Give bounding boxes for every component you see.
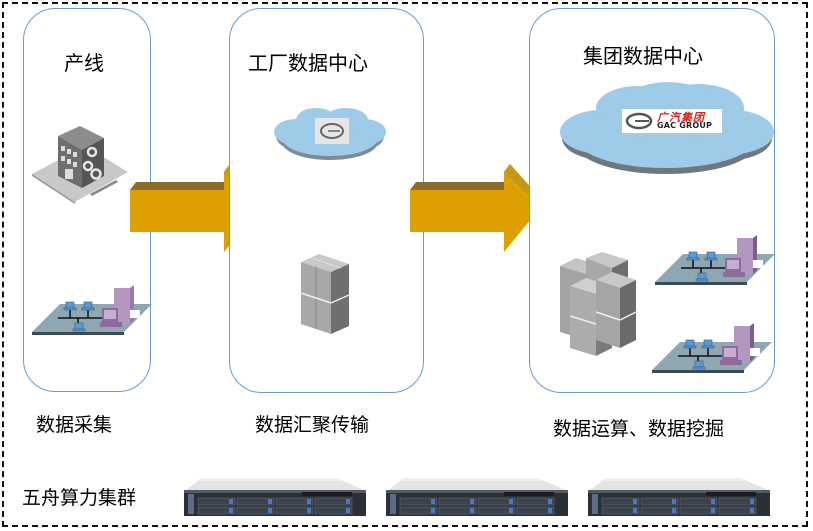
stage-caption-data-mining: 数据运算、数据挖掘 xyxy=(553,418,725,440)
gac-group-logo: 广汽集团 GAC GROUP xyxy=(622,109,722,133)
gac-logo-name-cn: 广汽集团 xyxy=(657,111,705,124)
gac-logo-emblem-icon xyxy=(625,112,653,130)
stage-title-factory-datacenter: 工厂数据中心 xyxy=(248,51,368,75)
gac-logo-name-en: GAC GROUP xyxy=(657,121,713,130)
factory-building-icon xyxy=(30,124,130,204)
cluster-label: 五舟算力集群 xyxy=(22,487,137,509)
lan-network-icon xyxy=(30,282,155,342)
stage-title-group-datacenter: 集团数据中心 xyxy=(583,44,703,68)
stage-title-production-line: 产线 xyxy=(64,51,104,75)
flow-arrow-2 xyxy=(406,162,546,258)
cloud-icon xyxy=(558,80,774,186)
rack-server-icon xyxy=(586,472,772,518)
rack-server-icon xyxy=(182,472,368,518)
server-cluster-icon xyxy=(556,250,640,360)
lan-network-icon xyxy=(650,320,775,380)
stage-caption-data-aggregation: 数据汇聚传输 xyxy=(255,414,370,436)
stage-caption-data-collection: 数据采集 xyxy=(36,414,113,436)
cloud-icon xyxy=(268,104,392,166)
server-rack-icon xyxy=(299,252,351,336)
lan-network-icon xyxy=(653,232,778,292)
rack-server-icon xyxy=(384,472,570,518)
